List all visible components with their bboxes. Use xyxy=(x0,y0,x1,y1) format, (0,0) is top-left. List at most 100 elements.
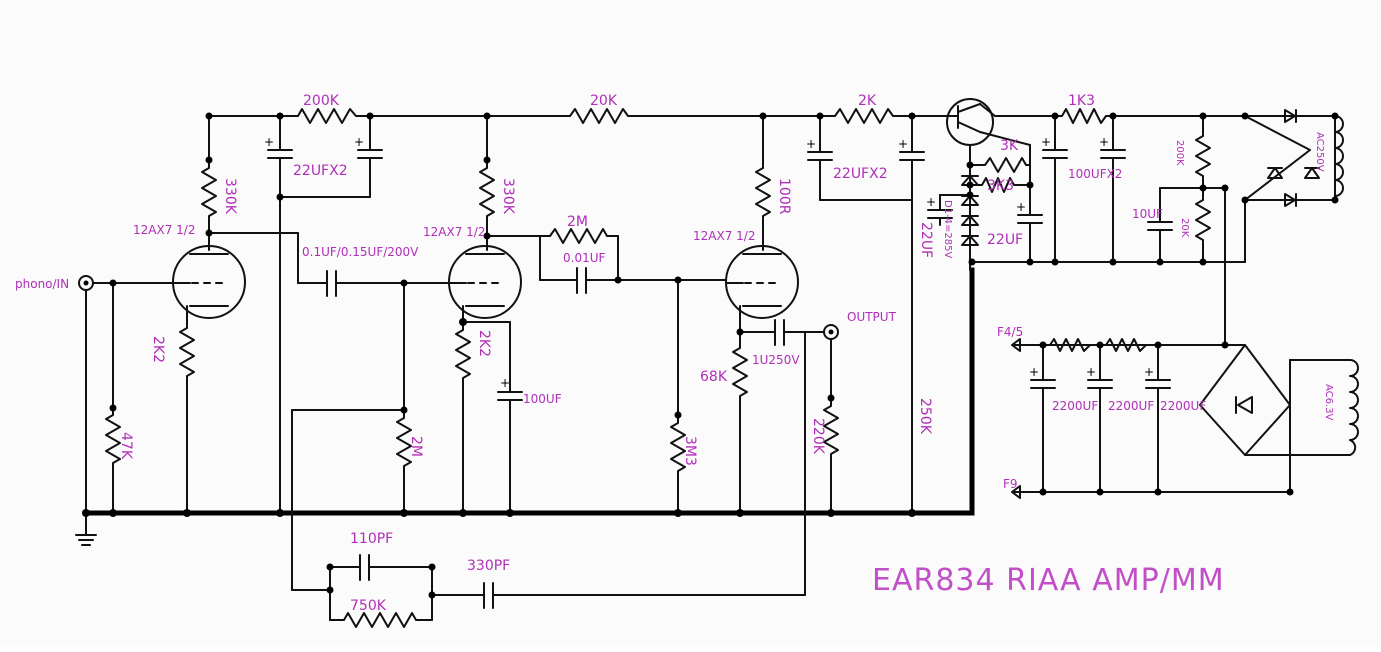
lv-bridge-rectifier xyxy=(1199,344,1351,493)
label-2200uf-c: 2200UF xyxy=(1160,399,1206,413)
label-22uf-b: 22UF xyxy=(987,232,1023,248)
label-100r: 100R xyxy=(776,178,792,215)
resistor-2m-v xyxy=(396,409,412,514)
label-phono-in: phono/IN xyxy=(15,277,69,291)
tube-12ax7-2 xyxy=(448,245,522,319)
capacitor-2200uf-group: + + + xyxy=(1029,344,1171,493)
phono-input-jack xyxy=(78,275,94,291)
capacitor-10uf xyxy=(1147,187,1173,263)
label-68k: 68K xyxy=(700,369,728,385)
svg-text:+: + xyxy=(806,137,816,151)
resistor-heater-b xyxy=(1099,338,1161,352)
capacitor-22ufx2-b: + + xyxy=(806,115,925,201)
svg-text:+: + xyxy=(1144,365,1154,379)
label-2200uf-a: 2200UF xyxy=(1052,399,1098,413)
resistor-heater-a xyxy=(1044,338,1101,352)
capacitor-22ufx2-a: + + xyxy=(264,115,383,198)
label-100uf: 100UF xyxy=(523,392,562,406)
label-10uf: 10UF xyxy=(1132,207,1163,221)
label-1u250v: 1U250V xyxy=(752,353,800,367)
label-200k-v: 200K xyxy=(1174,140,1185,166)
label-330k-a: 330K xyxy=(222,178,238,215)
label-ac63v: AC6.3V xyxy=(1323,384,1334,421)
resistor-200k-top xyxy=(279,108,371,124)
label-2k2-b: 2K2 xyxy=(476,330,492,357)
resistor-750k xyxy=(329,612,433,628)
label-2k-top: 2K xyxy=(858,93,877,109)
label-output: OUTPUT xyxy=(847,310,897,324)
resistor-2k2-b xyxy=(455,321,471,514)
diagram-title: EAR834 RIAA AMP/MM xyxy=(872,563,1225,598)
hv-bridge-rectifier xyxy=(1244,109,1336,263)
ground-symbol xyxy=(75,512,97,546)
junction-dots xyxy=(82,112,1339,599)
label-f45: F4/5 xyxy=(997,325,1023,339)
svg-text:+: + xyxy=(926,195,936,209)
resistor-3k3 xyxy=(969,177,1031,193)
label-f9: F9 xyxy=(1003,477,1018,491)
capacitor-22uf-b: + xyxy=(1016,200,1043,263)
resistor-47k xyxy=(105,407,121,514)
resistor-2k-top xyxy=(819,108,901,124)
label-3k: 3K xyxy=(1000,138,1019,154)
capacitor-22uf-v: + xyxy=(926,194,971,226)
svg-text:+: + xyxy=(1099,135,1109,149)
resistor-20k-v xyxy=(1195,187,1211,263)
label-2m-v: 2M xyxy=(408,436,424,457)
label-tube1: 12AX7 1/2 xyxy=(133,223,195,237)
resistor-2m-fb xyxy=(539,228,619,244)
label-ac250v: AC250V xyxy=(1314,132,1325,172)
label-20k-v: 20K xyxy=(1179,218,1190,238)
arrow-f9 xyxy=(1011,485,1031,499)
label-110pf: 110PF xyxy=(350,531,393,547)
label-22uf-v: 22UF xyxy=(918,222,934,258)
label-200k-top: 200K xyxy=(303,93,340,109)
resistor-3k xyxy=(969,157,1031,173)
tube-12ax7-3 xyxy=(725,245,799,319)
arrow-f45 xyxy=(1011,338,1031,352)
capacitor-100ufx2: + + xyxy=(1041,115,1126,263)
label-diodes: D1-4=285V xyxy=(942,200,953,258)
label-tube3: 12AX7 1/2 xyxy=(693,229,755,243)
label-2k2-a: 2K2 xyxy=(150,336,166,363)
label-330pf: 330PF xyxy=(467,558,510,574)
label-47k: 47K xyxy=(118,432,134,460)
label-tube2: 12AX7 1/2 xyxy=(423,225,485,239)
label-750k: 750K xyxy=(350,598,387,614)
resistor-220k xyxy=(823,397,839,514)
capacitor-100uf: + xyxy=(497,321,523,514)
resistor-68k xyxy=(732,339,748,514)
label-330k-b: 330K xyxy=(500,178,516,215)
resistor-200k-v xyxy=(1195,129,1211,189)
resistor-330k-a xyxy=(201,159,217,231)
label-coupling-cap: 0.1UF/0.15UF/200V xyxy=(302,245,419,259)
resistor-1k3-top xyxy=(1054,108,1111,124)
regulator-transistor xyxy=(944,98,1031,166)
label-22ufx2-a: 22UFX2 xyxy=(293,163,348,179)
label-20k-top: 20K xyxy=(590,93,618,109)
label-220k: 220K xyxy=(810,418,826,455)
resistor-3m3 xyxy=(670,414,686,514)
label-100ufx2: 100UFX2 xyxy=(1068,167,1122,181)
resistor-100r xyxy=(755,159,771,233)
capacitor-330pf xyxy=(483,582,494,609)
label-2200uf-b: 2200UF xyxy=(1108,399,1154,413)
svg-text:+: + xyxy=(898,137,908,151)
tube-12ax7-1 xyxy=(172,245,246,319)
transformer-coil-lv xyxy=(1349,359,1359,456)
capacitor-1u250v xyxy=(774,319,785,346)
label-2m-fb: 2M xyxy=(567,214,588,230)
svg-text:+: + xyxy=(354,135,364,149)
resistor-20k-top xyxy=(559,108,641,124)
svg-text:+: + xyxy=(1029,365,1039,379)
label-22ufx2-b: 22UFX2 xyxy=(833,166,888,182)
output-jack xyxy=(823,324,839,340)
zener-diode-stack xyxy=(961,164,979,271)
label-1k3: 1K3 xyxy=(1068,93,1095,109)
label-3k3: 3K3 xyxy=(987,178,1014,194)
transformer-coil-hv xyxy=(1334,115,1344,197)
capacitor-110pf xyxy=(359,554,370,581)
label-250k: 250K xyxy=(917,398,933,435)
